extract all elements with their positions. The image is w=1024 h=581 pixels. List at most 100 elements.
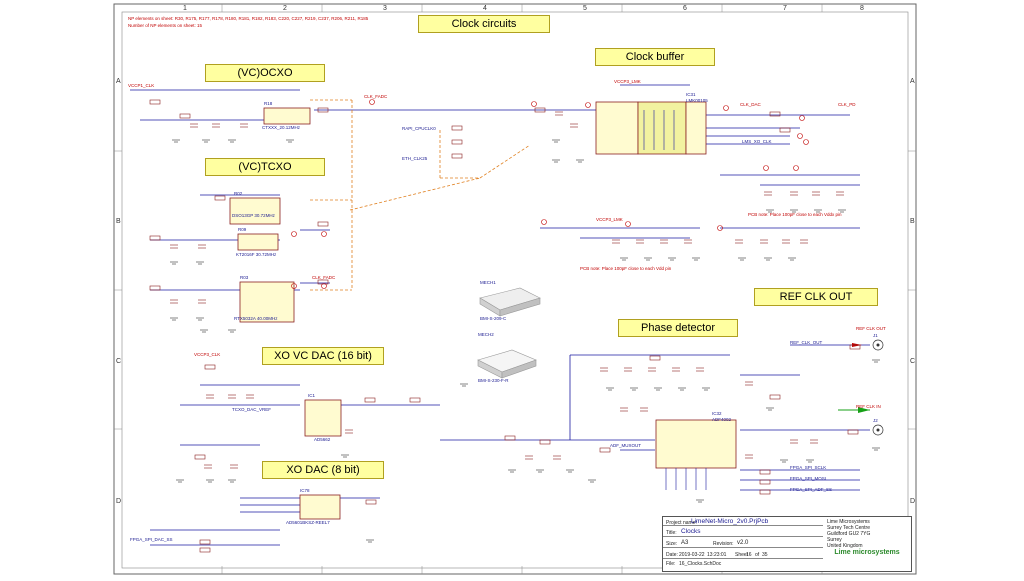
vctcxo3-designator: R03 xyxy=(240,275,249,280)
resistor xyxy=(504,435,516,441)
test-point xyxy=(793,165,799,171)
resistor xyxy=(599,447,611,453)
company-line-4: Surrey xyxy=(827,537,842,543)
sheet-label: Sheet xyxy=(735,552,749,558)
frame-row-a: A xyxy=(116,78,121,85)
frame-col-6: 6 xyxy=(683,5,687,12)
resistor xyxy=(204,364,216,370)
ref-out-connector: J1 xyxy=(873,333,878,338)
frame-row-b: B xyxy=(116,218,121,225)
resistor xyxy=(317,221,329,227)
relay1-designator: MECH1 xyxy=(480,280,496,285)
resistor xyxy=(451,139,463,145)
resistor xyxy=(149,99,161,105)
np-count-note: Number of NP elements on sheet: 15 xyxy=(128,23,202,28)
company-logo: Lime microsystems xyxy=(834,548,900,556)
net-clk-fadc: CLK_FADC xyxy=(364,94,388,99)
resistor xyxy=(451,153,463,159)
pd-part: ADF4002 xyxy=(712,417,732,422)
dac8-designator: IC78 xyxy=(300,488,310,493)
revision: v2.0 xyxy=(737,540,749,546)
net-fpga-spi-sclk: FPGA_SPI_SCLK xyxy=(790,465,827,470)
net-adf-muxout: ADF_MUXOUT xyxy=(610,443,642,448)
net-clk-dac: CLK_DAC xyxy=(740,102,761,107)
resistor xyxy=(534,107,546,113)
company-line-3: Guildford GU2 7YG xyxy=(827,531,871,537)
section-phase-detector: Phase detector xyxy=(618,319,738,337)
net-tcxo-dac-vref: TCXO_DAC_VREF xyxy=(232,407,272,412)
company-line-1: Lime Microsystems xyxy=(827,519,870,525)
resistor xyxy=(149,235,161,241)
pcb-note-2: PCB note: Place 100pF close to each Vdd … xyxy=(580,266,672,271)
ocxo-designator: R18 xyxy=(264,101,273,106)
dac8-part: AD5601BKSZ-REEL7 xyxy=(286,520,330,525)
pcb-note-1: PCB note: Place 100pF close to each Vddx… xyxy=(748,212,842,217)
vctcxo2-part: KT2016F 30.72MHz xyxy=(236,252,277,257)
test-point xyxy=(541,219,547,225)
frame-row-d-right: D xyxy=(910,498,916,505)
test-point xyxy=(797,133,803,139)
relay1-part: BMI-S-209-C xyxy=(480,316,507,321)
revision-label: Revision: xyxy=(713,541,734,547)
net-fpga-spi-mosi: FPGA_SPI_MOSI xyxy=(790,476,827,481)
resistor xyxy=(317,279,329,285)
buffer-designator: IC31 xyxy=(686,92,696,97)
resistor xyxy=(847,429,859,435)
section-xo-vc-dac: XO VC DAC (16 bit) xyxy=(262,347,384,365)
test-point xyxy=(369,99,375,105)
section-clock-buffer: Clock buffer xyxy=(595,48,715,66)
test-point xyxy=(723,105,729,111)
resistor xyxy=(451,125,463,131)
test-point xyxy=(717,225,723,231)
frame-row-c-right: C xyxy=(910,358,916,365)
resistor xyxy=(317,107,329,113)
net-lms-xo-clk: LMS_XO_CLK xyxy=(742,139,772,144)
frame-col-1: 1 xyxy=(183,5,187,12)
sheet-title: Clocks xyxy=(681,528,701,535)
project-name: LimeNet-Micro_2v0.PrjPcb xyxy=(691,518,769,525)
resistor xyxy=(194,454,206,460)
net-fpga-spi-adf-ss: FPGA_SPI_ADF_SS xyxy=(790,487,833,492)
sheet-size: A3 xyxy=(681,540,689,546)
time: 13:23:01 xyxy=(707,552,727,558)
file-label: File: xyxy=(666,561,676,567)
resistor xyxy=(779,127,791,133)
company-line-5: United Kingdom xyxy=(827,543,863,549)
sheet-total: 35 xyxy=(762,552,768,558)
title-block: Project name: LimeNet-Micro_2v0.PrjPcb T… xyxy=(662,516,912,572)
dac16-part: AD5662 xyxy=(314,437,331,442)
net-vccp3-lmk: VCCP3_LMK xyxy=(614,79,641,84)
resistor xyxy=(849,344,861,350)
resistor xyxy=(365,499,377,505)
date-label: Date: xyxy=(666,552,678,558)
resistor xyxy=(149,285,161,291)
dac16-designator: IC1 xyxy=(308,393,316,398)
size-label: Size: xyxy=(666,541,678,547)
test-point xyxy=(321,283,327,289)
resistor xyxy=(759,489,771,495)
buffer-part: LMK00105 xyxy=(686,98,708,103)
test-point xyxy=(531,101,537,107)
vctcxo3-part: RTX5032A 40.00MHz xyxy=(234,316,278,321)
frame-row-d: D xyxy=(116,498,122,505)
relay2-part: BMI-S-230-F-R xyxy=(478,378,509,383)
relay2-designator: MECH2 xyxy=(478,332,494,337)
net-vccp3-clk: VCCP3_CLK xyxy=(194,352,221,357)
of-label: of xyxy=(755,552,760,558)
frame-row-a-right: A xyxy=(910,78,915,85)
frame-col-8: 8 xyxy=(860,5,864,12)
test-point xyxy=(763,165,769,171)
net-fpga-spi-dac-ss: FPGA_SPI_DAC_SS xyxy=(130,537,173,542)
title-label: Title: xyxy=(666,530,677,536)
resistor xyxy=(769,394,781,400)
test-point xyxy=(799,115,805,121)
section-ref-clk-out: REF CLK OUT xyxy=(754,288,878,306)
net-rapi-cpuclk0: RAPI_CPUCLK0 xyxy=(402,126,436,131)
test-point xyxy=(585,102,591,108)
company-line-2: Surrey Tech Centre xyxy=(827,525,870,531)
pd-designator: IC32 xyxy=(712,411,722,416)
section-xo-dac: XO DAC (8 bit) xyxy=(262,461,384,479)
test-point xyxy=(803,139,809,145)
resistor xyxy=(759,469,771,475)
